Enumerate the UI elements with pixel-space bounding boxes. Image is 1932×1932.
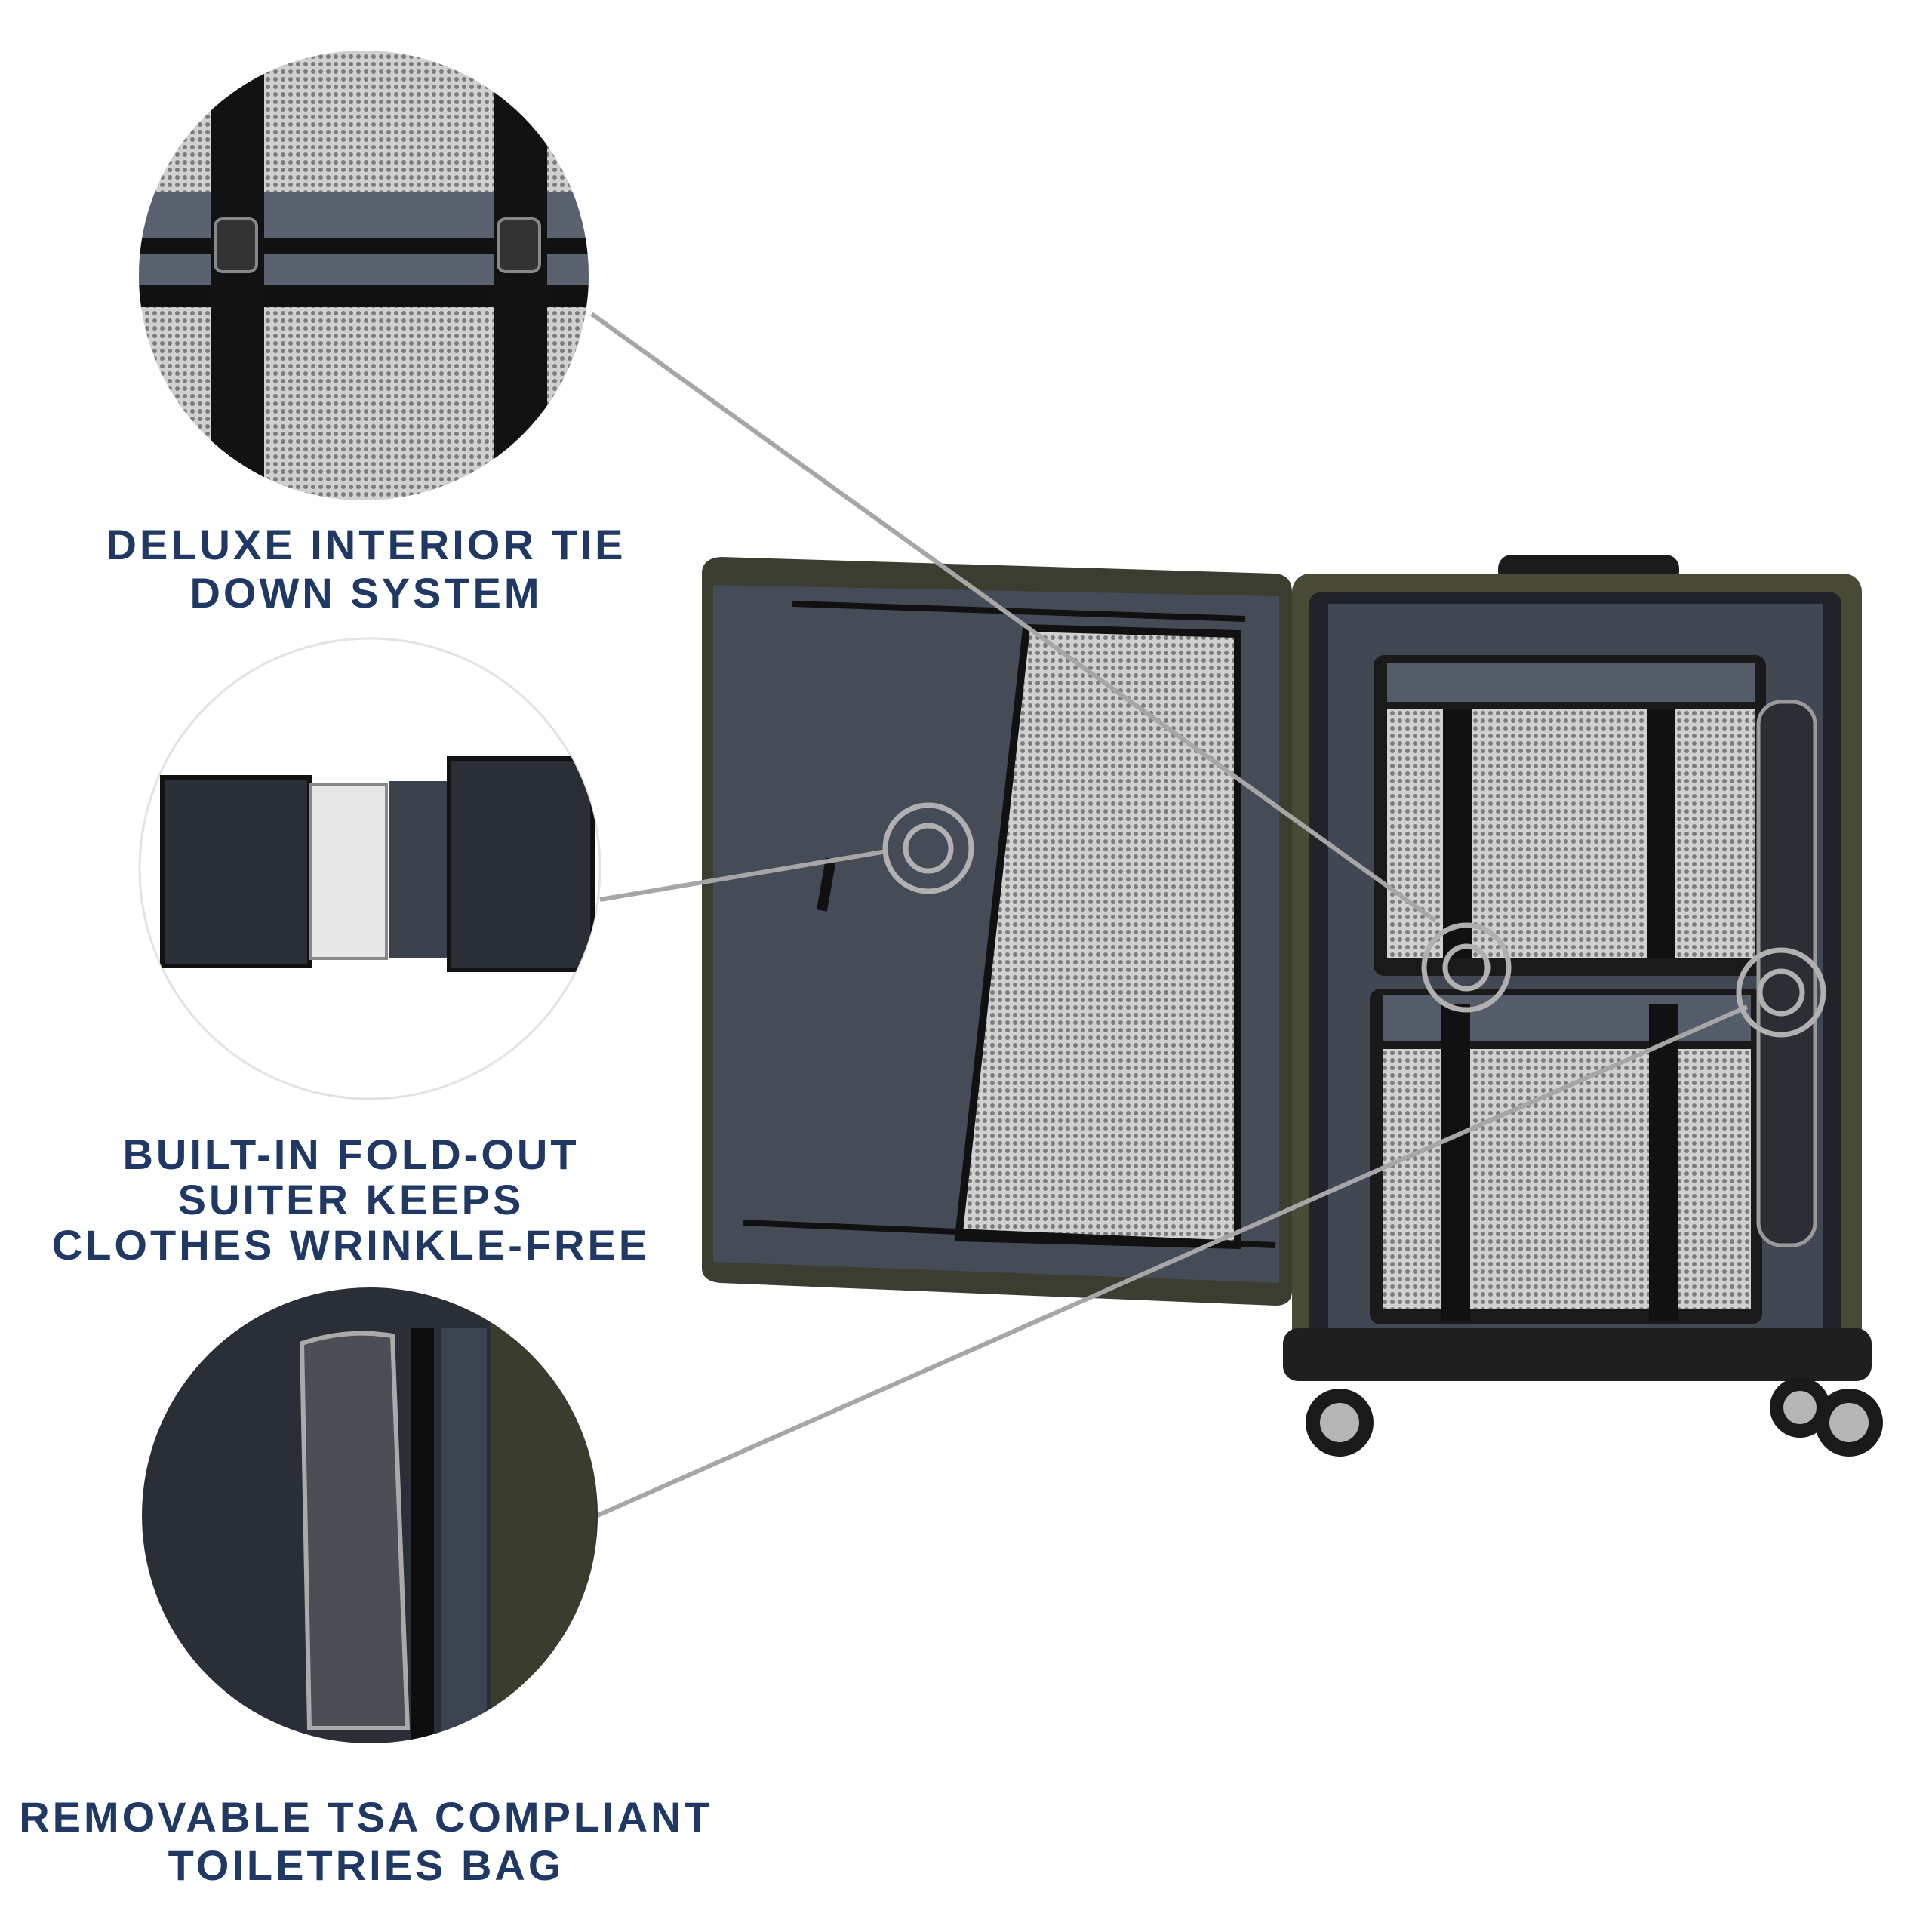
callout-line-suiter	[599, 849, 888, 902]
target-ring-suiter	[882, 802, 974, 894]
callout-lines	[590, 312, 1749, 1518]
target-rings	[882, 802, 1826, 1038]
caption-tie-down: DELUXE INTERIOR TIE DOWN SYSTEM	[68, 521, 664, 617]
callout-line-toiletries	[596, 1004, 1749, 1518]
caption-line: CLOTHES WRINKLE-FREE	[51, 1221, 651, 1269]
target-ring-toiletries	[1736, 947, 1826, 1038]
caption-suiter: BUILT-IN FOLD-OUT SUITER KEEPS CLOTHES W…	[30, 1132, 672, 1268]
callout-line-tie-down	[590, 312, 1437, 923]
caption-line: SUITER KEEPS	[177, 1176, 525, 1223]
caption-line: TOILETRIES BAG	[168, 1841, 565, 1889]
caption-line: REMOVABLE TSA COMPLIANT	[19, 1793, 713, 1841]
detail-circle-tie-down	[139, 51, 589, 500]
caption-line: DOWN SYSTEM	[189, 569, 543, 617]
caption-line: DELUXE INTERIOR TIE	[106, 521, 626, 568]
suitcase-body	[1283, 555, 1883, 1457]
caption-line: BUILT-IN FOLD-OUT	[122, 1131, 580, 1178]
detail-circle-toiletries	[142, 1287, 598, 1743]
suitcase-lid	[702, 557, 1292, 1306]
target-ring-tie-down	[1421, 922, 1512, 1013]
caption-toiletries: REMOVABLE TSA COMPLIANT TOILETRIES BAG	[15, 1793, 717, 1890]
